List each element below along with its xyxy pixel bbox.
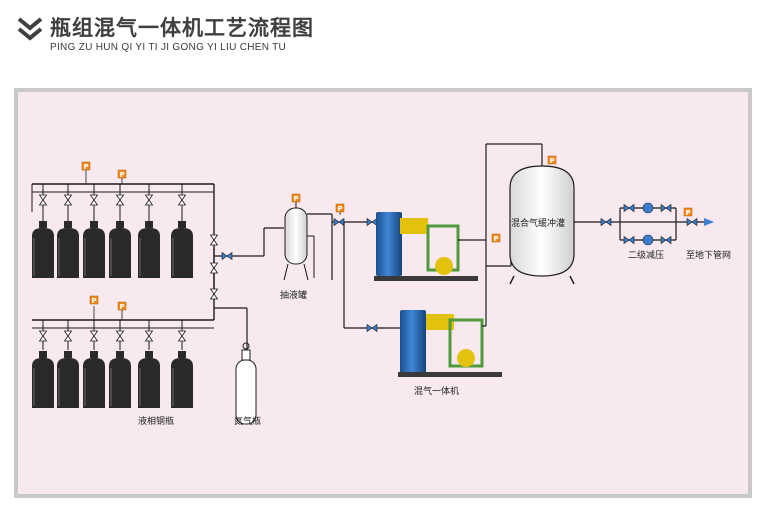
header: 瓶组混气一体机工艺流程图 PING ZU HUN QI YI TI JI GON…	[0, 0, 768, 80]
upper-cylinder-6	[170, 184, 194, 279]
pressure-gauge-icon	[491, 233, 501, 244]
process-diagram-panel: P	[14, 88, 752, 498]
pressure-gauge-icon	[117, 301, 127, 312]
process-diagram: P	[14, 88, 752, 498]
mixing-machine-upper	[374, 212, 486, 281]
page-subtitle: PING ZU HUN QI YI TI JI GONG YI LIU CHEN…	[50, 42, 287, 53]
mixing-machine-lower	[398, 310, 502, 377]
pressure-gauge-icon	[547, 155, 557, 166]
lower-cylinder-6	[170, 320, 194, 409]
lower-cylinder-5	[137, 320, 161, 409]
upper-cylinder-5	[137, 184, 161, 279]
pressure-gauge-icon	[89, 295, 99, 306]
label-mixing-machine: 混气一体机	[414, 387, 460, 397]
pressure-gauge-icon	[683, 207, 693, 218]
pressure-gauge-icon	[117, 169, 127, 180]
lower-cylinder-group	[31, 295, 215, 409]
label-liquid-extraction-tank: 抽液罐	[280, 291, 308, 301]
lower-cylinder-4	[108, 320, 132, 409]
label-nitrogen-cylinder: 氮气瓶	[234, 417, 262, 427]
upper-cylinder-1	[31, 184, 55, 279]
page-title: 瓶组混气一体机工艺流程图	[50, 16, 314, 40]
lower-cylinder-2	[56, 320, 80, 409]
pressure-gauge-icon	[335, 203, 345, 214]
manifold-valves	[210, 234, 264, 350]
lower-cylinder-3	[82, 320, 106, 409]
lower-cylinder-1	[31, 320, 55, 409]
label-liquid-cylinders: 液相钢瓶	[138, 417, 175, 427]
liquid-extraction-tank	[263, 193, 333, 281]
label-to-underground-pipe: 至地下管网	[686, 251, 732, 261]
upper-cylinder-3	[82, 184, 106, 279]
upper-cylinder-2	[56, 184, 80, 279]
pressure-gauge-icon	[291, 193, 301, 204]
nitrogen-cylinder	[235, 342, 257, 425]
upper-cylinder-4	[108, 184, 132, 279]
chevron-down-icon	[17, 17, 43, 41]
label-buffer-tank: 混合气缓冲灌	[511, 219, 566, 229]
secondary-regulator	[574, 202, 714, 246]
label-secondary-regulation: 二级减压	[628, 251, 665, 261]
pressure-gauge-icon	[81, 161, 91, 172]
buffer-tank	[485, 143, 575, 285]
